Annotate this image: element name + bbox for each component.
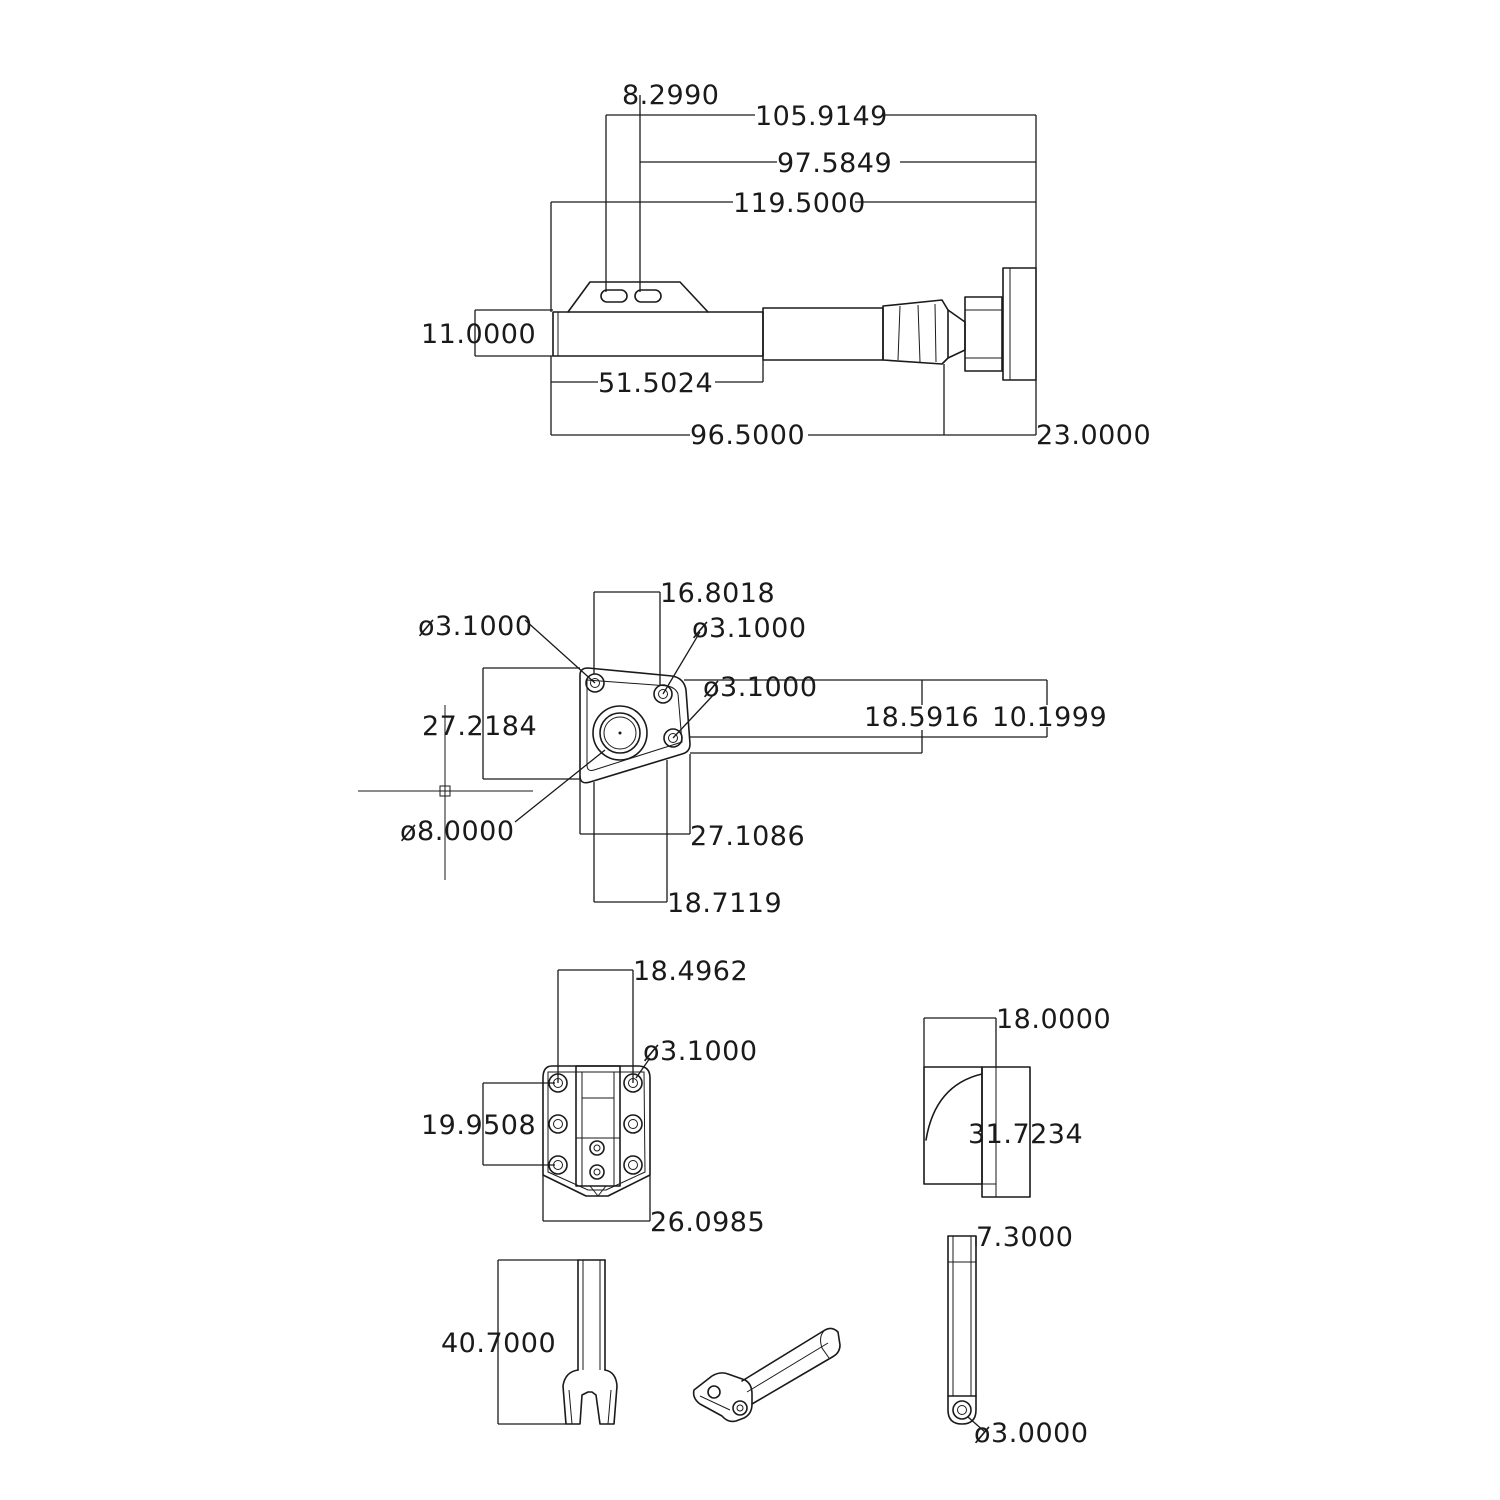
dim-label: 27.1086: [690, 821, 805, 852]
dim-label: 18.4962: [633, 956, 748, 987]
dim-label: ø3.1000: [703, 672, 818, 703]
plate-view: 18.4962 ø3.1000 19.9508 26.0985: [421, 956, 765, 1238]
dim-label: 8.2990: [622, 80, 719, 111]
dim-label: ø3.0000: [974, 1418, 1089, 1449]
dim-label: 18.0000: [996, 1004, 1111, 1035]
front-view-geometry: [358, 667, 691, 880]
dim-label: 31.7234: [968, 1119, 1083, 1150]
side-view-geometry: [552, 267, 1037, 381]
arm-view: 7.3000 ø3.0000: [947, 1222, 1089, 1449]
dim-label: 19.9508: [421, 1110, 536, 1141]
dim-label: 96.5000: [690, 420, 805, 451]
dim-label: 27.2184: [422, 711, 537, 742]
block-view-dimension-lines: [923, 1017, 997, 1067]
dim-label: 18.5916: [864, 702, 979, 733]
block-view-geometry: [923, 1066, 1031, 1198]
dim-label: 51.5024: [598, 368, 713, 399]
dim-label: 119.5000: [733, 188, 866, 219]
dim-label: 97.5849: [777, 148, 892, 179]
front-view-dimension-lines: [482, 591, 1048, 903]
dim-label: 23.0000: [1036, 420, 1151, 451]
plate-view-geometry: [542, 1065, 651, 1197]
side-view-dimension-lines: [474, 95, 1037, 436]
arm-view-dimension-lines: [967, 1236, 986, 1433]
fork-view-dimension-lines: [497, 1259, 578, 1425]
dim-label: 26.0985: [650, 1207, 765, 1238]
dim-label: ø3.1000: [692, 613, 807, 644]
dim-label: 7.3000: [976, 1222, 1073, 1253]
fork-view: 40.7000: [441, 1259, 618, 1425]
dim-label: ø3.1000: [643, 1036, 758, 1067]
link-isometric-view: [692, 1327, 841, 1423]
dim-label: 40.7000: [441, 1328, 556, 1359]
dim-label: 18.7119: [667, 888, 782, 919]
dim-label: 11.0000: [421, 319, 536, 350]
plate-view-dimension-lines: [482, 969, 651, 1222]
dim-label: ø8.0000: [400, 816, 515, 847]
dim-label: 10.1999: [992, 702, 1107, 733]
side-view: 8.2990 105.9149 97.5849 119.5000 11.0000…: [421, 80, 1151, 451]
dim-label: 16.8018: [660, 578, 775, 609]
dim-label: 105.9149: [755, 101, 888, 132]
dim-label: ø3.1000: [418, 611, 533, 642]
fork-view-geometry: [562, 1259, 618, 1425]
front-view: 16.8018 ø3.1000 ø3.1000 ø3.1000 27.2184 …: [358, 578, 1107, 919]
arm-view-geometry: [947, 1235, 977, 1425]
block-view: 18.0000 31.7234: [923, 1004, 1111, 1198]
